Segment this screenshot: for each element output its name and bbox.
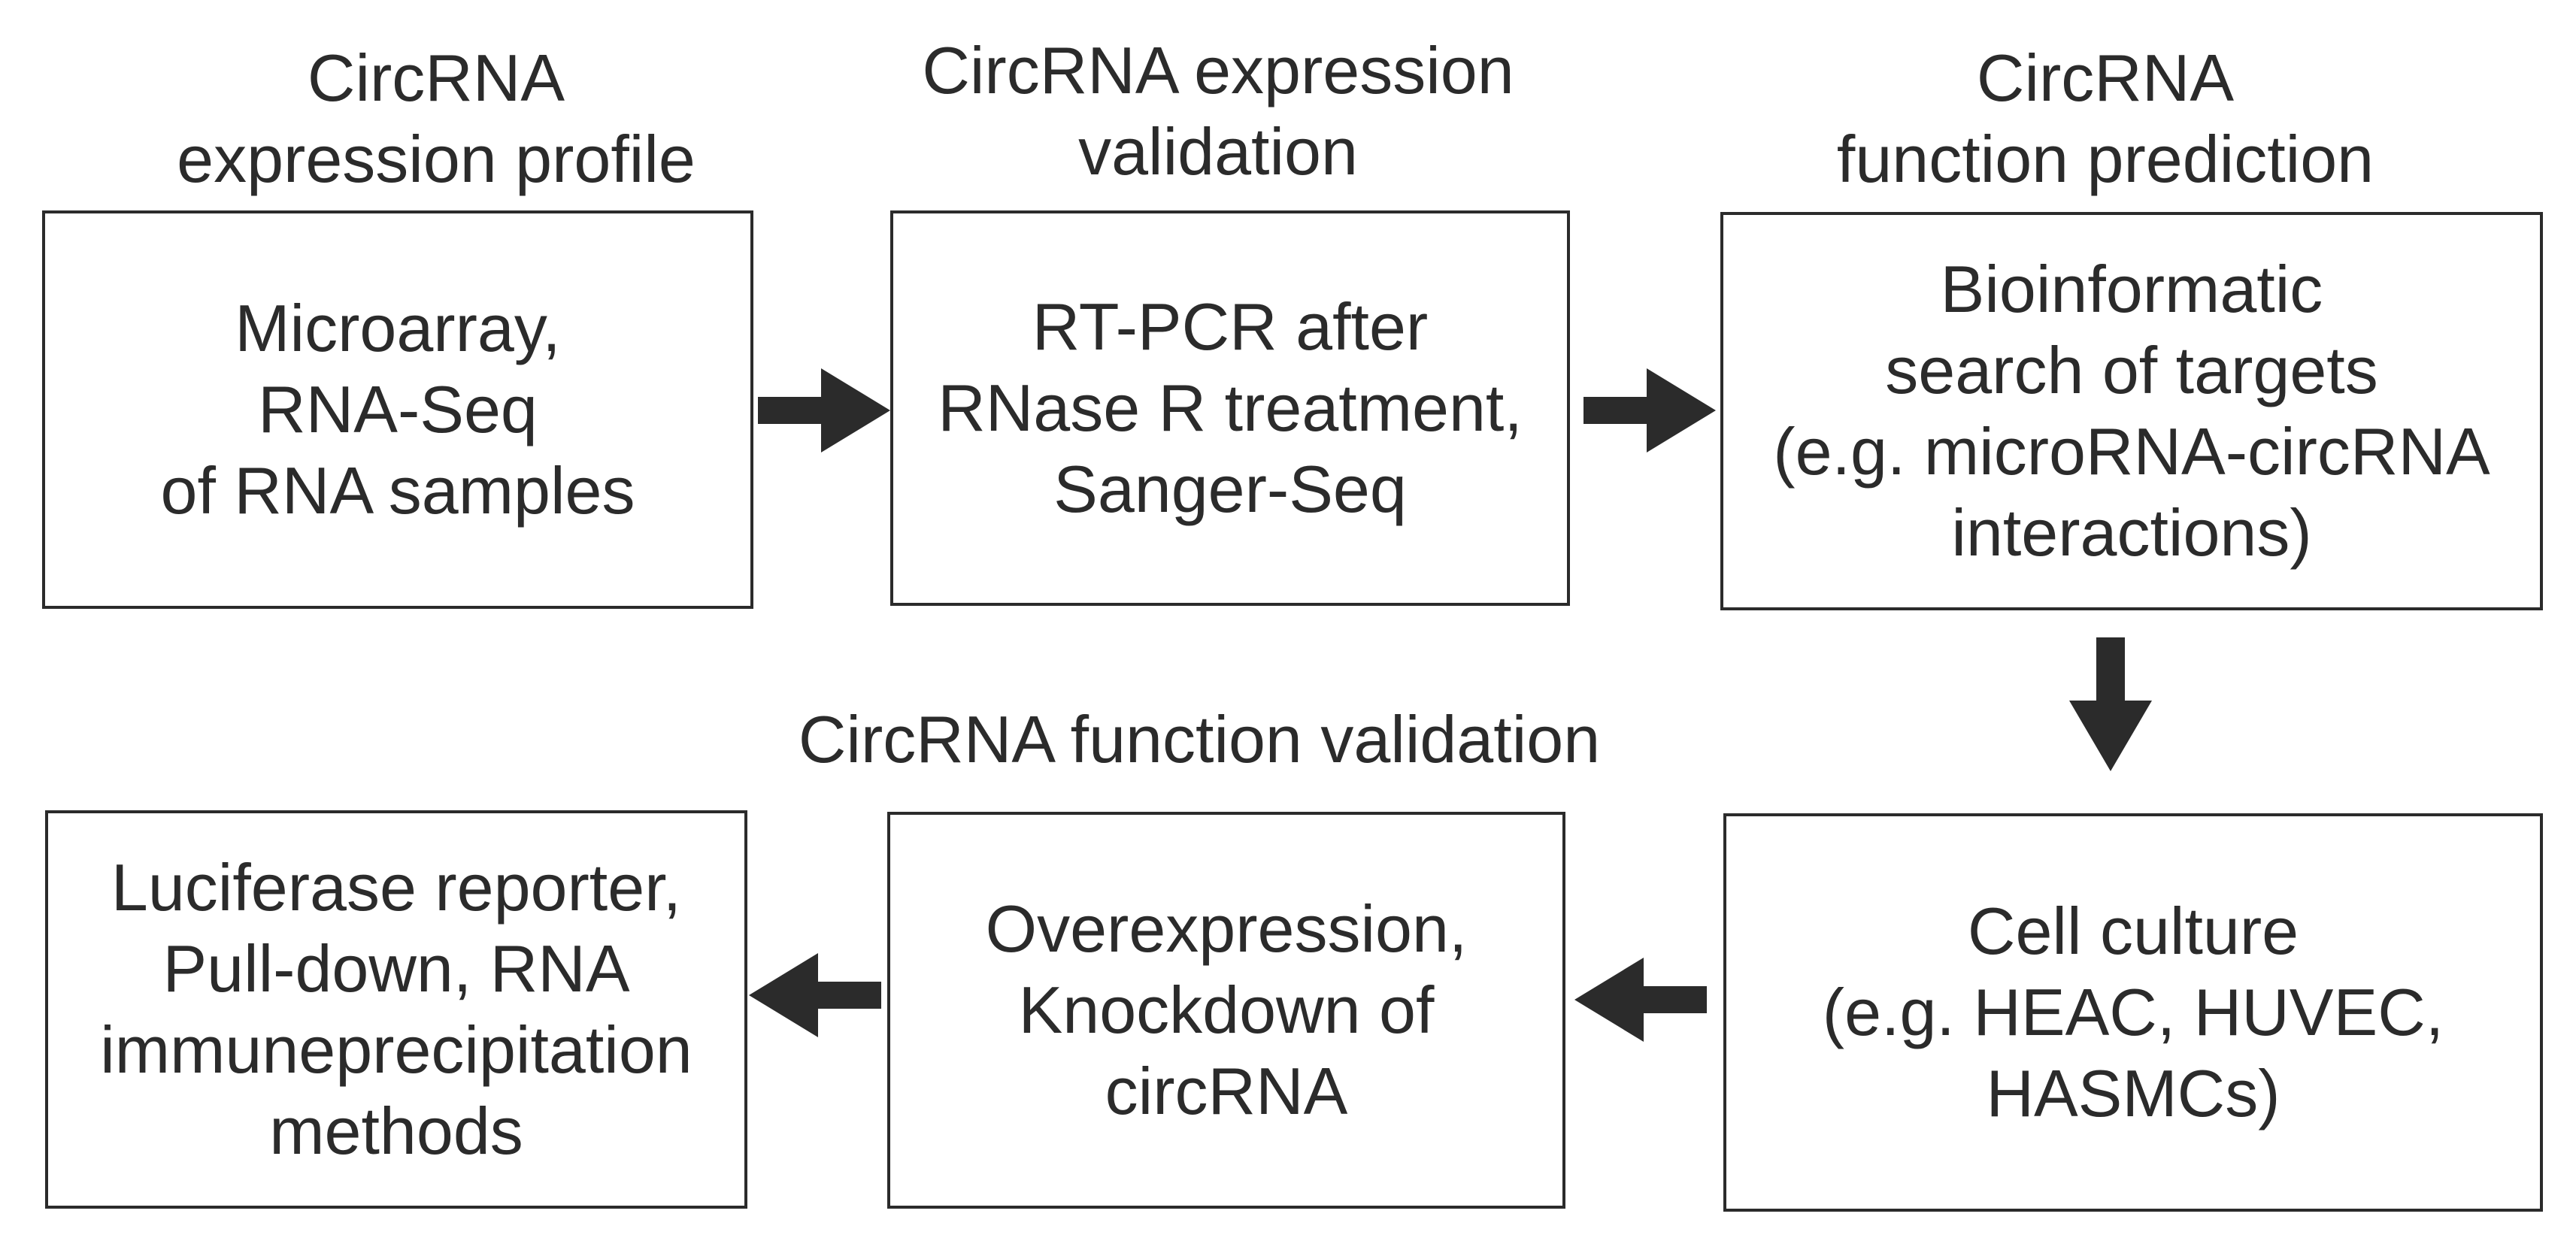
heading-expression-profile: CircRNA expression profile — [177, 41, 696, 196]
box-rt-pcr-text: RT-PCR after RNase R treatment, Sanger-S… — [938, 289, 1523, 526]
box-bioinformatic: Bioinformatic search of targets (e.g. mi… — [1720, 212, 2543, 610]
box-luciferase-text: Luciferase reporter, Pull-down, RNA immu… — [100, 850, 692, 1168]
arrow-right-icon — [1583, 368, 1716, 452]
heading-function-prediction: CircRNA function prediction — [1836, 41, 2374, 196]
box-cell-culture-text: Cell culture (e.g. HEAC, HUVEC, HASMCs) — [1822, 894, 2444, 1130]
arrow-right-icon — [758, 368, 890, 452]
arrow-left-icon — [1574, 958, 1707, 1042]
heading-function-validation: CircRNA function validation — [798, 702, 1601, 776]
box-microarray: Microarray, RNA-Seq of RNA samples — [42, 210, 753, 609]
box-cell-culture: Cell culture (e.g. HEAC, HUVEC, HASMCs) — [1723, 813, 2543, 1212]
box-luciferase: Luciferase reporter, Pull-down, RNA immu… — [45, 810, 747, 1209]
box-bioinformatic-text: Bioinformatic search of targets (e.g. mi… — [1773, 252, 2490, 570]
arrow-down-icon — [2069, 637, 2152, 771]
arrow-left-icon — [749, 953, 881, 1037]
box-overexpression: Overexpression, Knockdown of circRNA — [887, 812, 1565, 1209]
box-microarray-text: Microarray, RNA-Seq of RNA samples — [160, 291, 635, 528]
box-overexpression-text: Overexpression, Knockdown of circRNA — [985, 891, 1468, 1128]
box-rt-pcr: RT-PCR after RNase R treatment, Sanger-S… — [890, 210, 1570, 606]
heading-expression-validation: CircRNA expression validation — [922, 33, 1514, 189]
